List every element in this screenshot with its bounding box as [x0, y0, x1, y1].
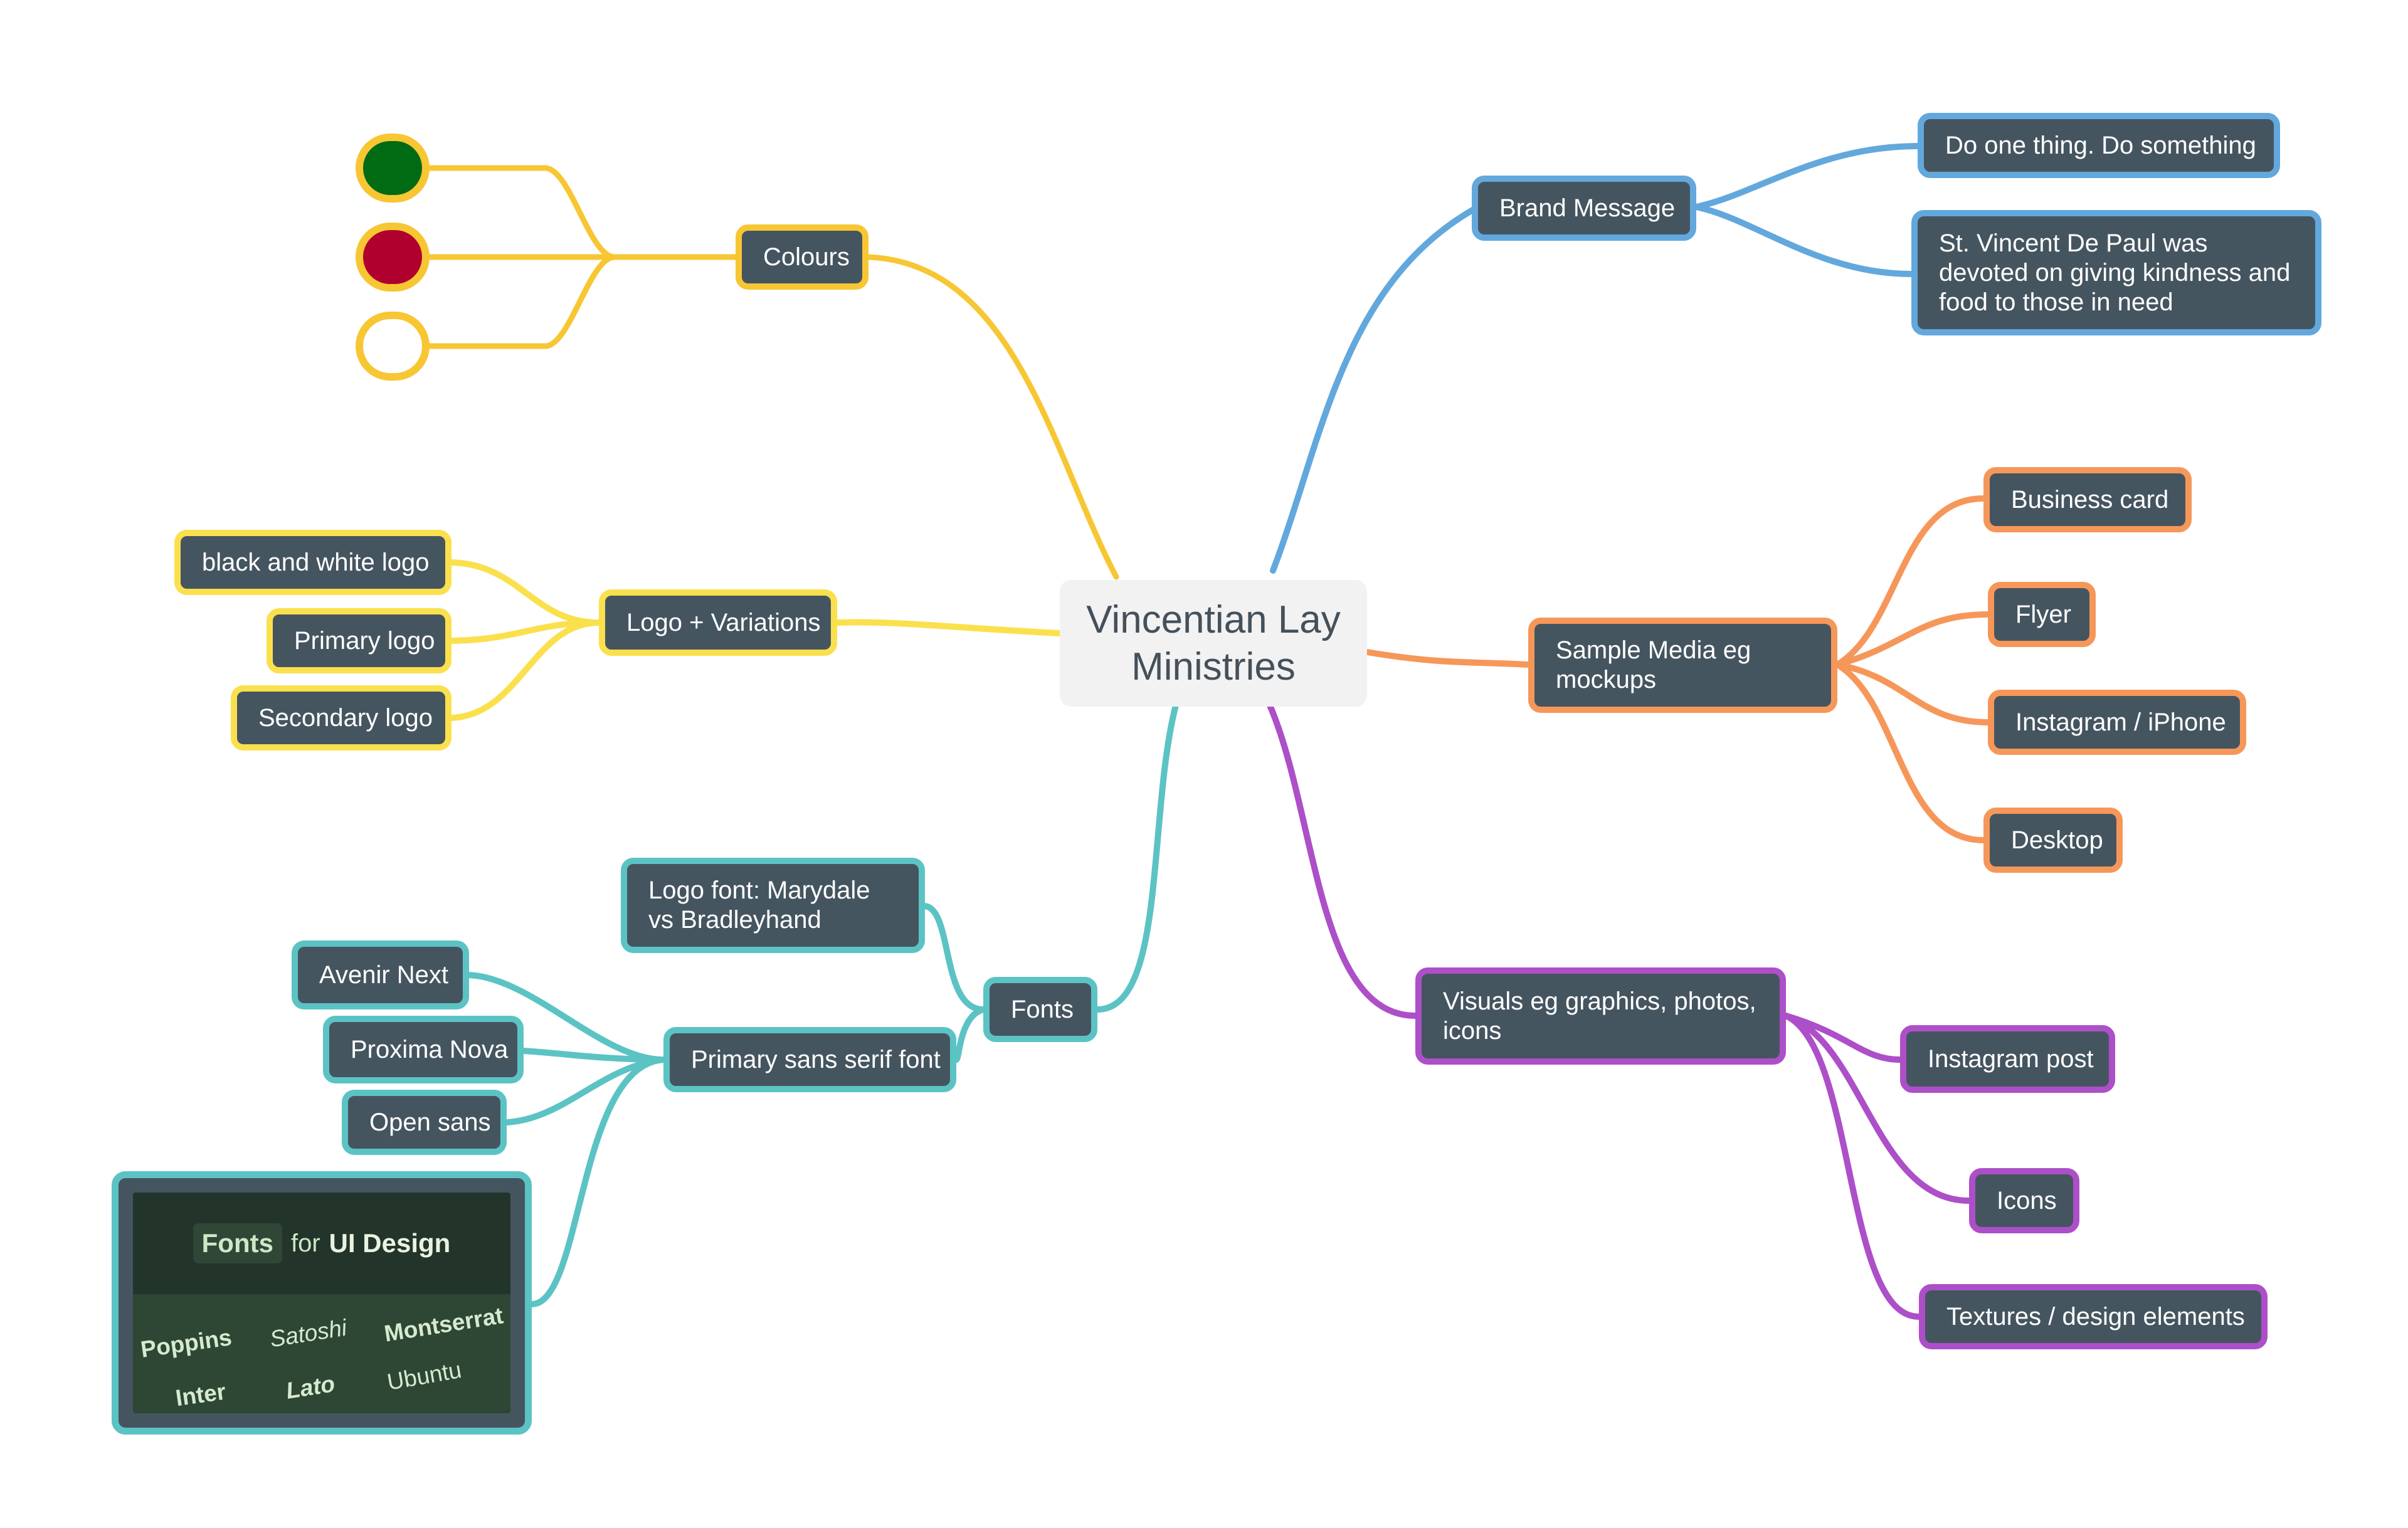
avenir-next-node[interactable]: Avenir Next — [292, 941, 469, 1009]
fonts-ui-design-image: Fonts for UI Design Poppins Satoshi Mont… — [133, 1193, 510, 1413]
brand-message-label: Brand Message — [1499, 194, 1676, 222]
primary-sans-serif-label: Primary sans serif font — [691, 1045, 941, 1073]
font-sample-inter: Inter — [174, 1378, 228, 1411]
fonts-label: Fonts — [1011, 995, 1074, 1023]
font-sample-poppins: Poppins — [139, 1324, 234, 1362]
logo-connectors — [448, 559, 1063, 721]
st-vincent-node[interactable]: St. Vincent De Paul was devoted on givin… — [1911, 210, 2321, 335]
colours-node[interactable]: Colours — [736, 224, 869, 290]
instagram-iphone-label: Instagram / iPhone — [2015, 708, 2226, 736]
desktop-node[interactable]: Desktop — [1983, 808, 2123, 873]
icons-node[interactable]: Icons — [1969, 1168, 2079, 1233]
primary-logo-node[interactable]: Primary logo — [267, 608, 452, 673]
black-white-logo-node[interactable]: black and white logo — [174, 530, 452, 595]
desktop-label: Desktop — [2011, 826, 2103, 854]
font-sample-lato: Lato — [284, 1371, 337, 1404]
visuals-connectors — [1267, 702, 1972, 1320]
fonts-image-for: for — [290, 1229, 320, 1257]
instagram-iphone-node[interactable]: Instagram / iPhone — [1988, 690, 2246, 755]
business-card-node[interactable]: Business card — [1983, 467, 2192, 532]
flyer-label: Flyer — [2015, 600, 2071, 628]
logo-font-node[interactable]: Logo font: Marydale vs Bradleyhand — [621, 858, 925, 953]
logo-variations-node[interactable]: Logo + Variations — [599, 589, 837, 656]
secondary-logo-node[interactable]: Secondary logo — [231, 685, 452, 751]
business-card-label: Business card — [2011, 485, 2169, 514]
red-swatch[interactable] — [356, 223, 430, 292]
logo-variations-label: Logo + Variations — [626, 608, 821, 636]
visuals-node[interactable]: Visuals eg graphics, photos, icons — [1415, 967, 1786, 1065]
fonts-image-chip: Fonts — [193, 1223, 282, 1263]
colours-connectors — [426, 165, 1119, 580]
fonts-image-samples: Poppins Satoshi Montserrat Inter Lato Ub… — [133, 1294, 510, 1413]
brand-connectors — [1270, 143, 1921, 574]
flyer-node[interactable]: Flyer — [1988, 582, 2096, 647]
fonts-connectors — [466, 702, 1179, 1307]
black-white-logo-label: black and white logo — [202, 548, 430, 576]
textures-label: Textures / design elements — [1946, 1302, 2245, 1330]
visuals-label: Visuals eg graphics, photos, icons — [1443, 987, 1756, 1045]
fonts-ui-design-image-node[interactable]: Fonts for UI Design Poppins Satoshi Mont… — [112, 1171, 532, 1435]
colours-label: Colours — [763, 243, 850, 271]
primary-logo-label: Primary logo — [294, 626, 435, 655]
white-swatch[interactable] — [356, 312, 430, 381]
fonts-image-header: Fonts for UI Design — [133, 1193, 510, 1294]
green-swatch[interactable] — [356, 134, 430, 203]
open-sans-label: Open sans — [369, 1108, 491, 1136]
sample-media-label: Sample Media eg mockups — [1556, 636, 1751, 693]
sample-media-connectors — [1364, 495, 1991, 843]
icons-label: Icons — [1997, 1186, 2057, 1214]
do-one-thing-node[interactable]: Do one thing. Do something — [1918, 113, 2280, 178]
instagram-post-label: Instagram post — [1928, 1045, 2094, 1073]
central-topic[interactable]: Vincentian Lay Ministries — [1060, 580, 1367, 707]
instagram-post-node[interactable]: Instagram post — [1900, 1025, 2115, 1093]
font-sample-satoshi: Satoshi — [268, 1314, 349, 1352]
font-sample-montserrat: Montserrat — [382, 1302, 505, 1347]
proxima-nova-label: Proxima Nova — [351, 1035, 509, 1063]
font-sample-ubuntu: Ubuntu — [385, 1356, 463, 1396]
open-sans-node[interactable]: Open sans — [342, 1090, 507, 1155]
brand-message-node[interactable]: Brand Message — [1472, 176, 1696, 241]
st-vincent-label: St. Vincent De Paul was devoted on givin… — [1939, 229, 2291, 316]
avenir-next-label: Avenir Next — [319, 961, 449, 989]
primary-sans-serif-node[interactable]: Primary sans serif font — [663, 1027, 956, 1092]
sample-media-node[interactable]: Sample Media eg mockups — [1528, 618, 1837, 713]
secondary-logo-label: Secondary logo — [258, 703, 433, 732]
textures-node[interactable]: Textures / design elements — [1919, 1284, 2268, 1349]
fonts-node[interactable]: Fonts — [983, 977, 1097, 1042]
fonts-image-ui-design: UI Design — [329, 1228, 451, 1258]
logo-font-label: Logo font: Marydale vs Bradleyhand — [648, 877, 870, 934]
proxima-nova-node[interactable]: Proxima Nova — [323, 1016, 524, 1083]
do-one-thing-label: Do one thing. Do something — [1945, 131, 2256, 159]
